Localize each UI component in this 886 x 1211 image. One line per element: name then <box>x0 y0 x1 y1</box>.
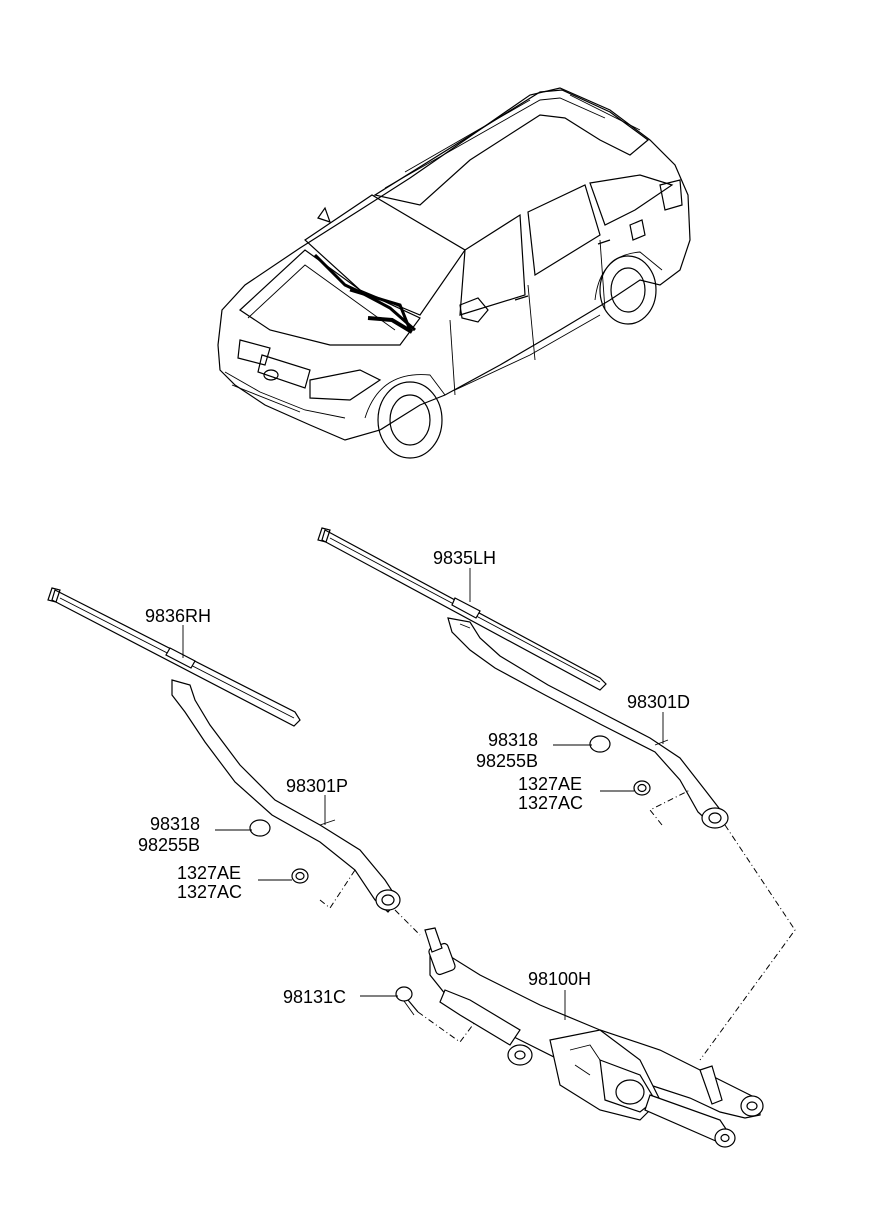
wiper-linkage-assembly <box>424 927 764 1148</box>
label-bolt: 98131C <box>283 987 346 1007</box>
nut-lh <box>633 780 651 796</box>
assembly-guide-lines <box>319 789 796 1061</box>
part-labels: 9835LH 9836RH 98301D 98318 98255B 1327AE… <box>138 548 690 1007</box>
leader-lines <box>182 568 664 1020</box>
label-nut-b-lh: 1327AC <box>518 793 583 813</box>
label-nut-a-rh: 1327AE <box>177 863 241 883</box>
label-nut-b-rh: 1327AC <box>177 882 242 902</box>
wiper-arm-rh <box>171 679 401 913</box>
bolt <box>395 986 419 1016</box>
vehicle-illustration <box>217 87 691 459</box>
cap-lh <box>589 735 611 753</box>
wiper-blade-rh <box>47 587 301 727</box>
nut-rh <box>291 868 309 884</box>
label-cap-a-rh: 98318 <box>150 814 200 834</box>
label-arm-lh: 98301D <box>627 692 690 712</box>
label-blade-rh: 9836RH <box>145 606 211 626</box>
label-cap-b-rh: 98255B <box>138 835 200 855</box>
label-linkage: 98100H <box>528 969 591 989</box>
label-nut-a-lh: 1327AE <box>518 774 582 794</box>
label-cap-a-lh: 98318 <box>488 730 538 750</box>
cap-rh <box>249 819 271 837</box>
label-blade-lh: 9835LH <box>433 548 496 568</box>
wiper-arm-lh <box>447 617 729 829</box>
label-arm-rh: 98301P <box>286 776 348 796</box>
wiper-blade-lh <box>317 527 607 691</box>
label-cap-b-lh: 98255B <box>476 751 538 771</box>
